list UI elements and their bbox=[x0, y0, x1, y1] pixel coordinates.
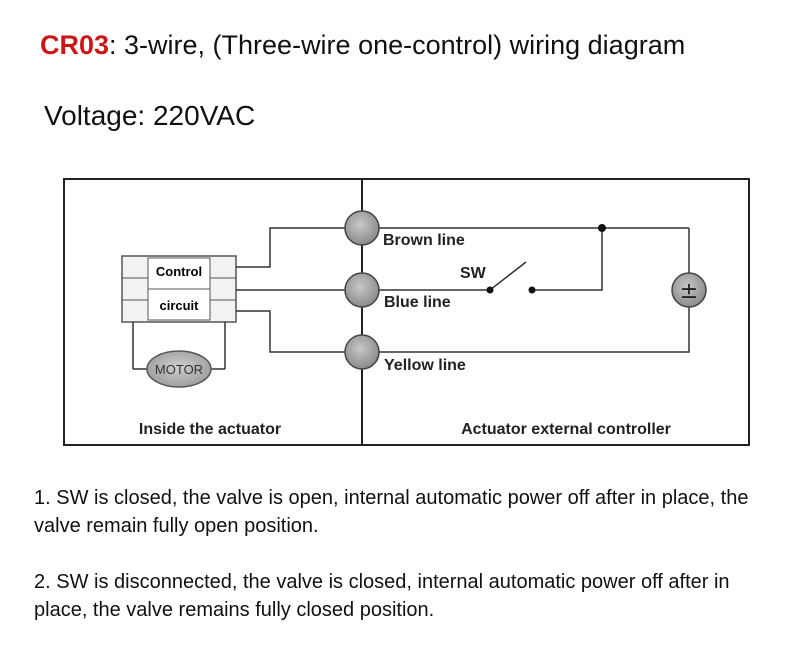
switch-contact-left bbox=[486, 286, 494, 294]
brown-line-label: Brown line bbox=[383, 232, 465, 249]
inside-actuator-caption: Inside the actuator bbox=[139, 421, 281, 438]
notes: 1. SW is closed, the valve is open, inte… bbox=[34, 484, 774, 652]
diagram-title: CR03: 3-wire, (Three-wire one-control) w… bbox=[40, 30, 685, 61]
brown-wire-internal bbox=[236, 227, 345, 268]
voltage-label: Voltage: 220VAC bbox=[44, 100, 256, 131]
yellow-wire-external bbox=[379, 307, 690, 353]
power-symbol: ± bbox=[680, 279, 698, 304]
motor: MOTOR bbox=[132, 322, 226, 388]
circuit-label-text: circuit bbox=[159, 298, 199, 313]
title-text: : 3-wire, (Three-wire one-control) wirin… bbox=[109, 30, 686, 60]
diagram-frame bbox=[63, 178, 750, 446]
switch-lever bbox=[489, 261, 527, 291]
yellow-wire-internal bbox=[236, 310, 345, 353]
yellow-terminal bbox=[344, 334, 380, 370]
control-label: Control bbox=[156, 264, 202, 279]
external-controller-caption: Actuator external controller bbox=[461, 421, 671, 438]
yellow-line-label: Yellow line bbox=[384, 357, 466, 374]
switch-label: SW bbox=[460, 265, 487, 282]
switch-return-wire bbox=[532, 228, 603, 291]
control-circuit-block: Control bbox=[121, 255, 237, 323]
brown-terminal bbox=[344, 210, 380, 246]
wiring-diagram: Control circuit MOTOR ± Brown line Blue … bbox=[63, 178, 750, 446]
model-code: CR03 bbox=[40, 30, 110, 60]
note-disconnected: 2. SW is disconnected, the valve is clos… bbox=[34, 571, 730, 621]
junction-dot bbox=[598, 224, 606, 232]
blue-terminal bbox=[344, 272, 380, 308]
motor-label: MOTOR bbox=[155, 362, 203, 377]
blue-line-label: Blue line bbox=[384, 294, 451, 311]
power-source: ± bbox=[671, 272, 707, 308]
switch-contact-right bbox=[528, 286, 536, 294]
note-closed: 1. SW is closed, the valve is open, inte… bbox=[34, 487, 749, 537]
